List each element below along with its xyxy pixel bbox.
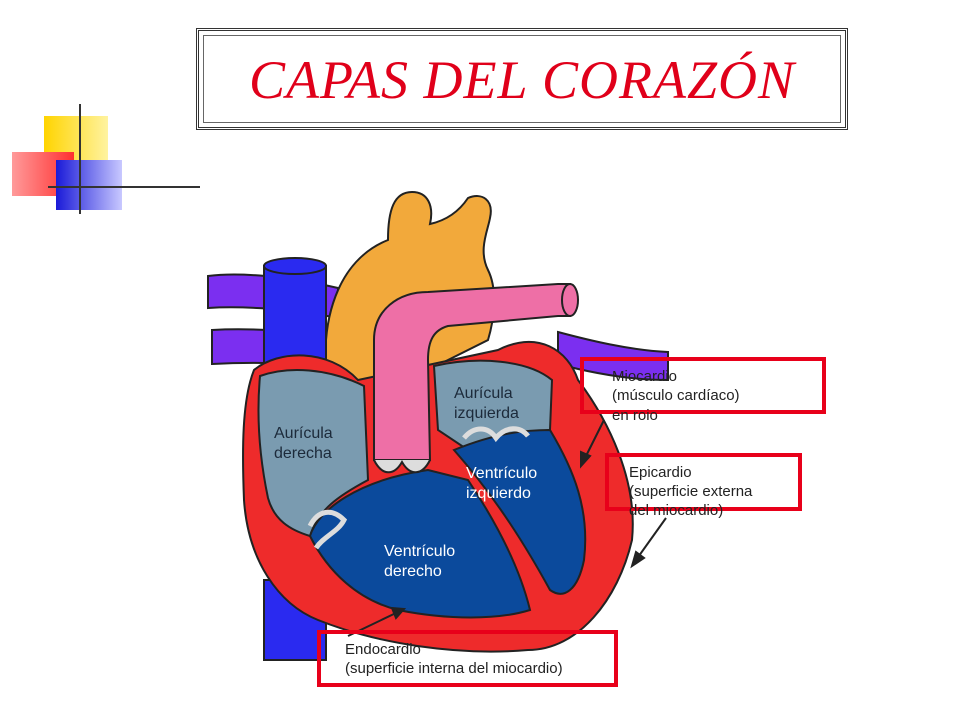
tricuspid-valve <box>307 509 348 550</box>
left-ventricle <box>452 428 587 595</box>
endocardio-line1: Endocardio <box>345 641 421 658</box>
epicardio-line2: (superficie externa <box>629 483 753 500</box>
title-box-inner <box>203 35 841 123</box>
epicardio-line1: Epicardio <box>629 464 692 481</box>
endocardio-callout: Endocardio (superficie interna del mioca… <box>317 630 618 687</box>
left-ventricle-label-line1: Ventrículo <box>466 465 537 482</box>
decorative-line-horizontal <box>48 186 200 188</box>
mitral-valve <box>462 426 530 443</box>
right-ventricle-label-line2: derecho <box>384 563 442 580</box>
epicardio-arrow <box>630 517 667 569</box>
right-ventricle-label-line1: Ventrículo <box>384 543 455 560</box>
miocardio-extra-text: en rojo <box>612 408 658 420</box>
miocardio-line2: (músculo cardíaco) <box>612 387 740 404</box>
right-ventricle <box>308 468 532 619</box>
right-atrium-label-line2: derecha <box>274 445 332 462</box>
epicardio-line3: del miocardio) <box>629 502 724 519</box>
right-atrium-label-line1: Aurícula <box>274 425 333 442</box>
title-box: CAPAS DEL CORAZÓN <box>196 28 848 130</box>
page-title: CAPAS DEL CORAZÓN <box>248 50 796 110</box>
endocardio-line2: (superficie interna del miocardio) <box>345 660 563 677</box>
left-ventricle-label-line2: izquierdo <box>466 485 531 502</box>
miocardio-line1: Miocardio <box>612 368 678 385</box>
endocardio-callout-text: Endocardio (superficie interna del mioca… <box>345 640 563 678</box>
left-atrium-label-line2: izquierda <box>454 405 519 422</box>
pulmonary-valve <box>373 459 431 474</box>
superior-vena-cava-top <box>263 257 327 275</box>
blue-square <box>56 160 122 210</box>
heart-diagram: Aurícula derecha Aurícula izquierda Vent… <box>207 190 669 661</box>
miocardio-callout-text: Miocardio (músculo cardíaco) <box>612 367 740 405</box>
epicardio-callout: Epicardio (superficie externa del miocar… <box>605 453 802 519</box>
left-atrium-label-line1: Aurícula <box>454 385 513 402</box>
decorative-squares <box>12 116 122 210</box>
miocardio-arrow <box>580 419 605 469</box>
pulmonary-artery-end <box>561 283 579 317</box>
decorative-line-vertical <box>79 104 81 214</box>
epicardio-callout-text: Epicardio (superficie externa del miocar… <box>629 463 752 520</box>
miocardio-callout: Miocardio (músculo cardíaco) <box>580 357 826 414</box>
